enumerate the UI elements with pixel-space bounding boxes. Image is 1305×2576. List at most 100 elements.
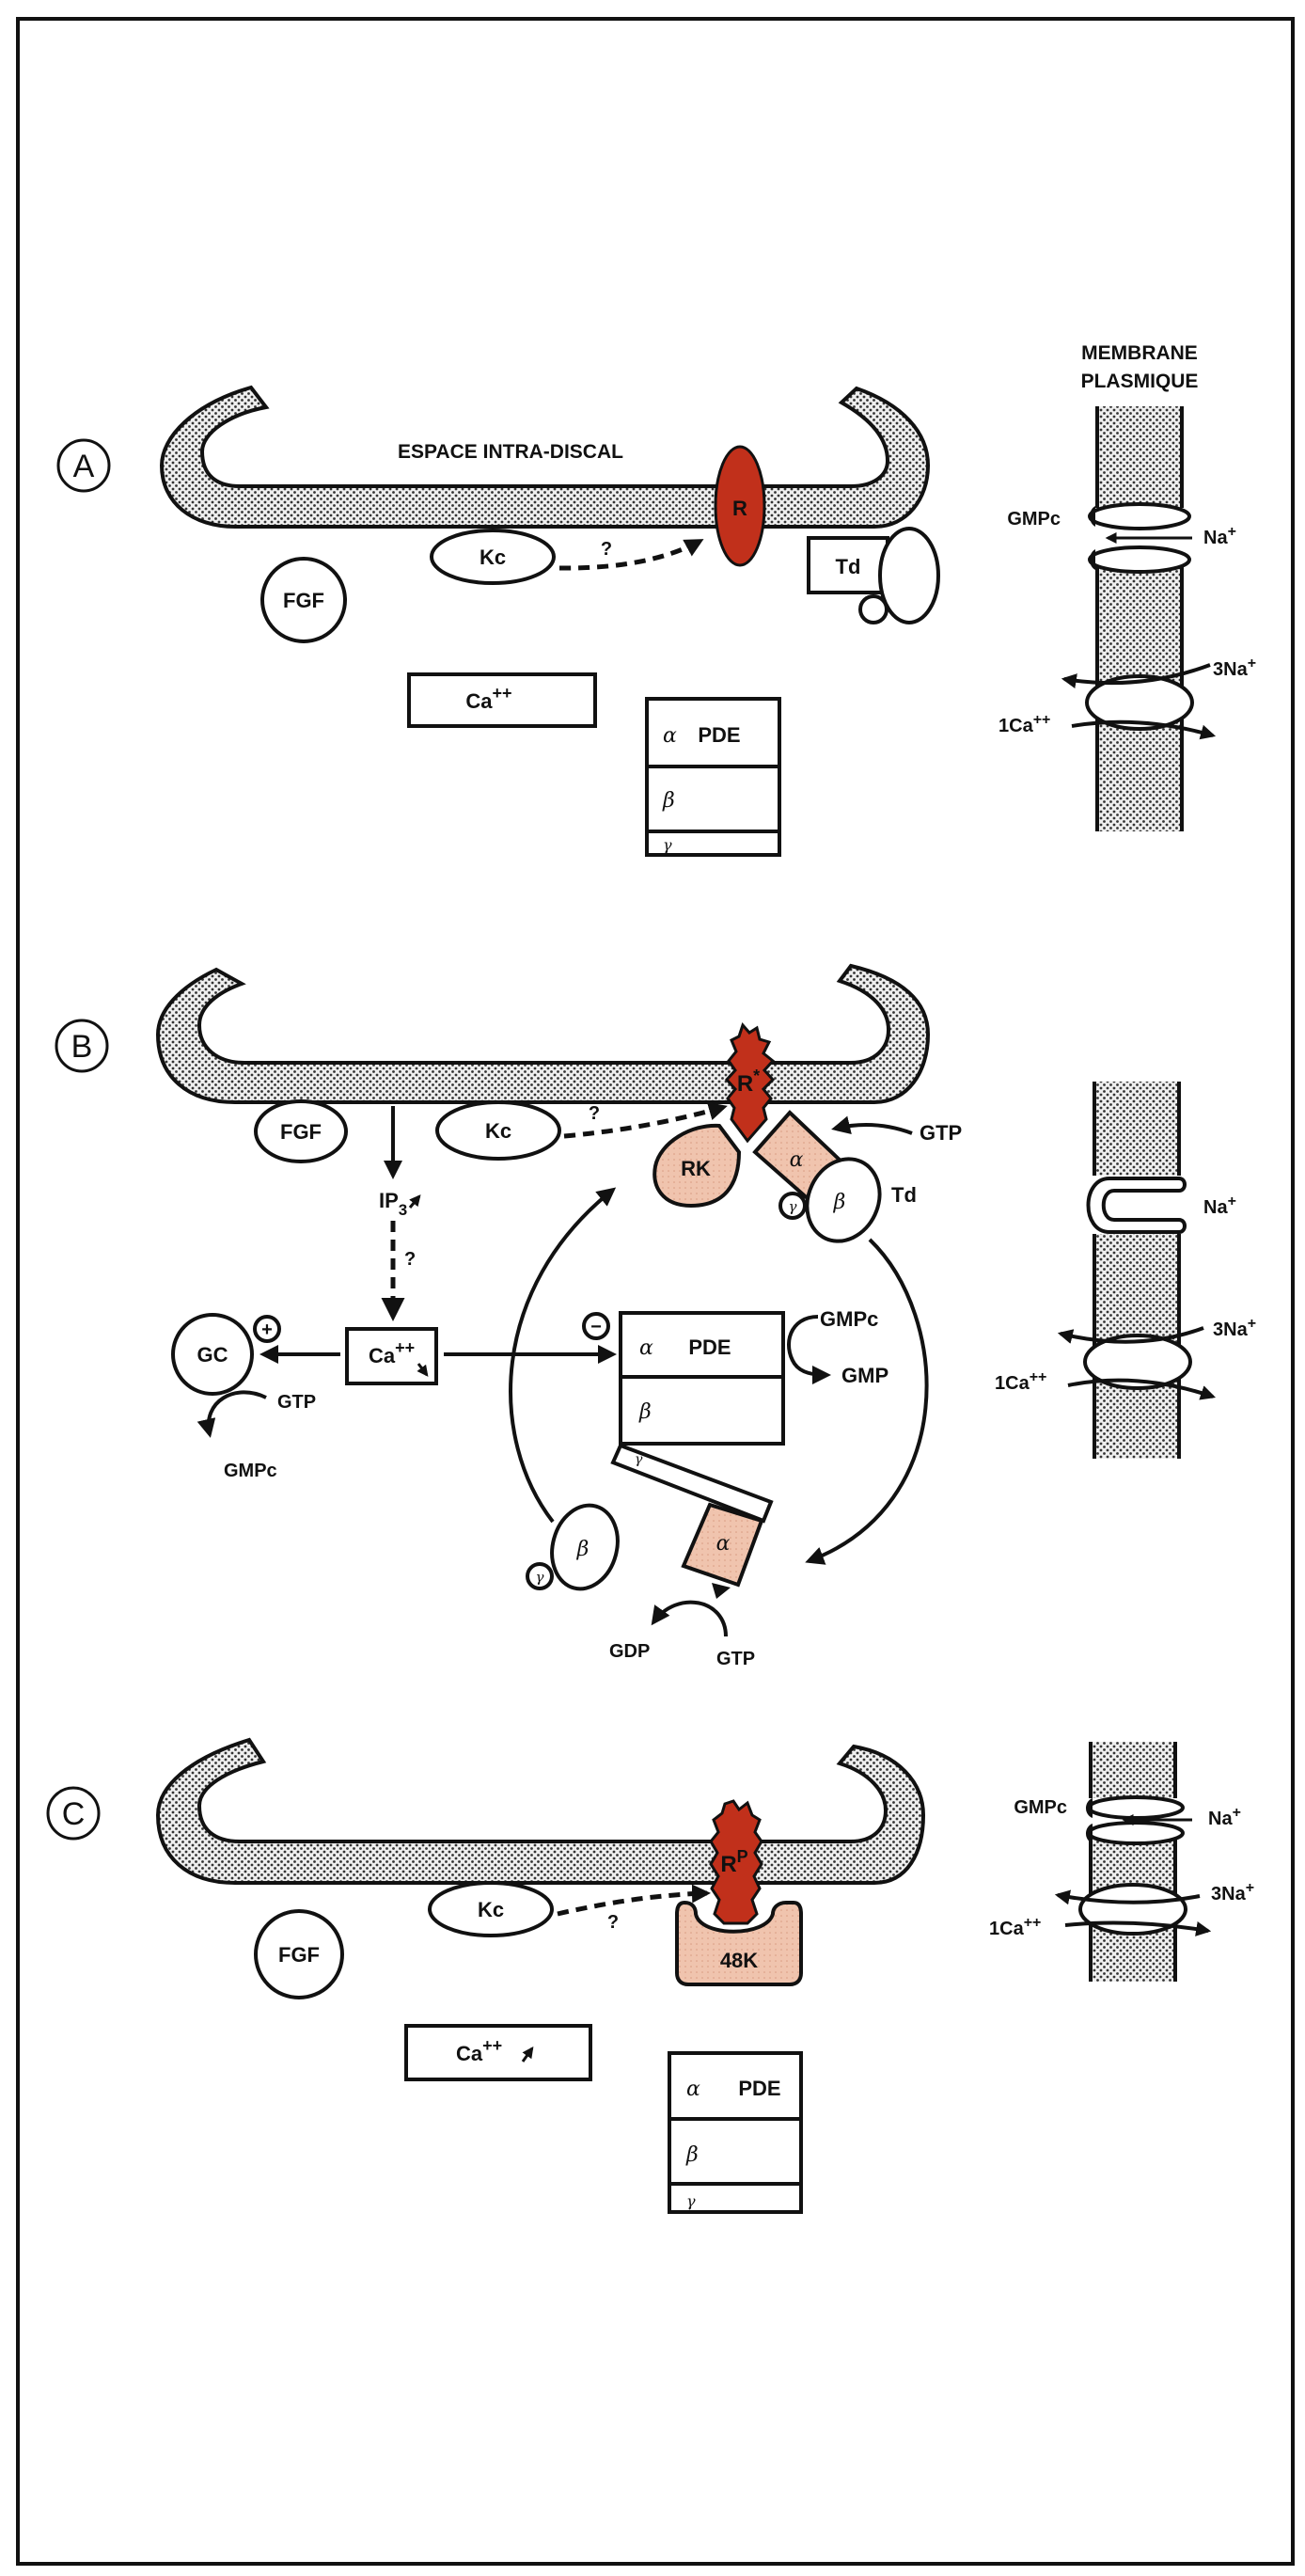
pde-c: α PDE β γ (668, 2051, 803, 2214)
transducin-b-label: Td (891, 1183, 917, 1207)
transducin-beta-b (805, 1157, 882, 1243)
guanylate-cyclase (171, 1313, 254, 1396)
kc-c-question: ? (607, 1912, 619, 1933)
panel-c-letter: C (62, 1796, 86, 1832)
receptor-r-star-label: R* (737, 1067, 760, 1097)
pde-title: PDE (698, 723, 740, 747)
panel-c: C RP 48K Kc ? FGF Ca++ α PDE β γ (46, 1737, 1254, 2214)
receptor-r-star (724, 1022, 776, 1144)
panel-c-marker (46, 1786, 101, 1841)
transducin-beta (878, 527, 940, 624)
free-gamma (526, 1562, 554, 1590)
na-b-label: Na+ (1203, 1193, 1236, 1218)
transducin-gamma (858, 594, 888, 624)
fgf-c-label: FGF (278, 1943, 320, 1967)
alpha-pointer (712, 1583, 731, 1599)
exchanger-c-out-label: 3Na+ (1211, 1880, 1254, 1904)
pde-alpha: α (663, 724, 677, 748)
calcium-box-c (404, 2024, 592, 2081)
arrestin-48k (675, 1900, 803, 1986)
channel-ligand-label: GMPc (1007, 509, 1061, 529)
pde-b-beta: β (638, 1400, 652, 1424)
gdp-label: GDP (609, 1641, 650, 1662)
fgf-b (254, 1099, 348, 1163)
free-beta (550, 1503, 620, 1591)
gtp-to-alpha-arrow (831, 1115, 913, 1135)
ip3-label: IP3 (379, 1189, 407, 1219)
kinase-kc-c-label: Kc (478, 1898, 504, 1921)
kinase-kc-b (435, 1100, 561, 1161)
pde-a: α PDE β γ (645, 697, 781, 857)
calcium-c-label: Ca++ (456, 2036, 502, 2065)
channel-upper (1088, 502, 1191, 530)
kinase-kc-b-label: Kc (485, 1119, 511, 1143)
pde-product-label: GMP (841, 1364, 888, 1387)
calcium-b-label: Ca++ (369, 1338, 415, 1367)
kc-to-rp-arrow (557, 1884, 711, 1917)
ca-decrease-icon (417, 1363, 429, 1377)
panel-a-marker (56, 438, 111, 493)
exchanger-out-label: 3Na+ (1213, 656, 1256, 680)
minus-label: − (590, 1317, 602, 1337)
transducin-label: Td (836, 555, 861, 578)
panel-b-marker (55, 1019, 109, 1073)
calcium-label: Ca++ (465, 684, 511, 713)
exchanger-b (1083, 1334, 1192, 1390)
kc-b-question: ? (589, 1103, 600, 1124)
gtp-to-gmpc-arrow (197, 1390, 267, 1438)
panel-b: B R* FGF IP3 ? Kc ? RK α β γ Td GTP G (55, 963, 1256, 1669)
disc-membrane-c (155, 1737, 926, 1885)
pde-c-alpha: α (686, 2078, 700, 2101)
gc-gmpc-label: GMPc (224, 1461, 277, 1481)
recycle-arrow-right (805, 1238, 929, 1565)
gc-gtp-label: GTP (277, 1392, 316, 1413)
fgf-c (254, 1909, 344, 1999)
channel-closed (1086, 1177, 1187, 1234)
plasma-membrane-a (1061, 406, 1217, 831)
ip3-question: ? (404, 1249, 416, 1270)
plus-icon (253, 1315, 281, 1343)
receptor-r-label: R (732, 497, 747, 520)
transducin-gamma-label: γ (789, 1198, 797, 1215)
fgf-label: FGF (283, 589, 324, 612)
gc-label: GC (197, 1343, 228, 1367)
free-beta-label: β (576, 1538, 590, 1561)
recycle-arrow-left (509, 1187, 617, 1524)
ca-increase-icon (521, 2047, 534, 2062)
exchanger-b-in-label: 1Ca++ (995, 1369, 1046, 1394)
gmpc-bound-c (1085, 1798, 1093, 1818)
membrane-header-line1: MEMBRANE (1081, 342, 1198, 364)
plasma-membrane-c (1054, 1742, 1212, 1982)
gmpc-hydrolysis-arrow (787, 1315, 831, 1384)
gmpc-bound-upper (1089, 506, 1095, 527)
receptor-r (714, 445, 766, 567)
kinase-kc-label: Kc (480, 545, 506, 569)
gtp-in-label: GTP (920, 1121, 962, 1145)
minus-icon (582, 1312, 610, 1340)
pde-gamma: γ (663, 836, 672, 854)
exchanger-c-in-label: 1Ca++ (989, 1915, 1041, 1939)
transducin-gamma-b (778, 1192, 807, 1220)
alpha-bound-label: α (716, 1532, 731, 1556)
exchanger-in-label: 1Ca++ (998, 712, 1050, 736)
free-gamma-label: γ (536, 1569, 544, 1586)
kinase-kc (430, 529, 556, 585)
receptor-rp (709, 1799, 763, 1925)
channel-lower (1088, 545, 1191, 574)
ip3-increase-icon (408, 1194, 421, 1209)
na-label: Na+ (1203, 524, 1236, 548)
arrestin-label: 48K (720, 1949, 758, 1972)
kc-question: ? (601, 539, 612, 560)
disc-label: ESPACE INTRA-DISCAL (398, 441, 623, 463)
plus-label: + (261, 1320, 273, 1340)
channel-c-lower (1087, 1821, 1185, 1845)
transducin-td (807, 536, 889, 594)
pde-c-gamma: γ (686, 2192, 696, 2210)
pde-b-alpha: α (639, 1336, 653, 1360)
membrane-header-line2: PLASMIQUE (1081, 371, 1199, 392)
transducin-beta-label: β (833, 1191, 846, 1214)
gtp-label: GTP (716, 1649, 755, 1669)
rhodopsin-kinase (652, 1123, 742, 1209)
fgf-b-label: FGF (280, 1120, 322, 1144)
